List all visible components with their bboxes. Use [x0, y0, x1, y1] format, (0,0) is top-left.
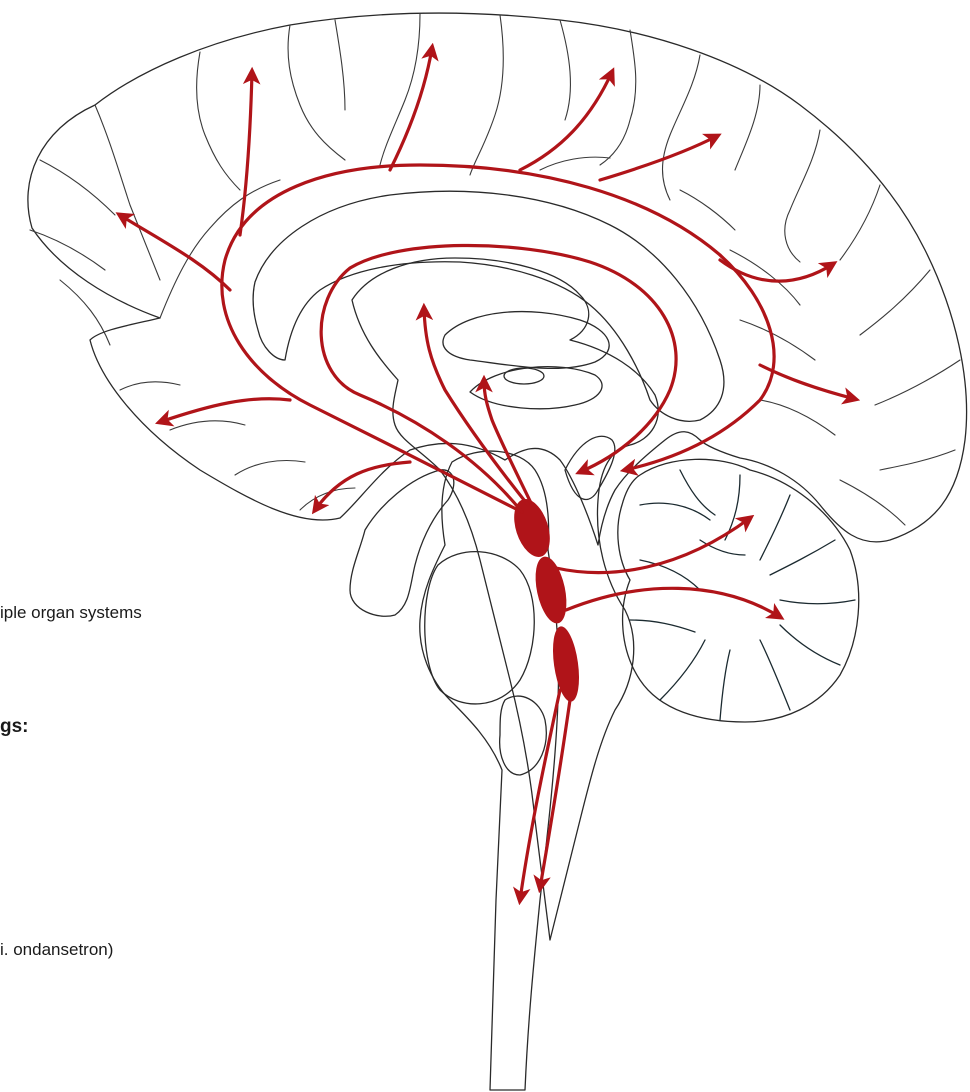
raphe-nucleus-caudal [549, 625, 583, 704]
serotonergic-projections [120, 48, 855, 900]
thalamus-core [504, 368, 544, 384]
third-ventricle [470, 367, 602, 409]
diencephalon [352, 258, 658, 940]
lateral-ventricle [443, 312, 609, 369]
raphe-nucleus-middle [530, 554, 572, 626]
pons [425, 552, 535, 704]
raphe-nuclei [508, 495, 584, 704]
